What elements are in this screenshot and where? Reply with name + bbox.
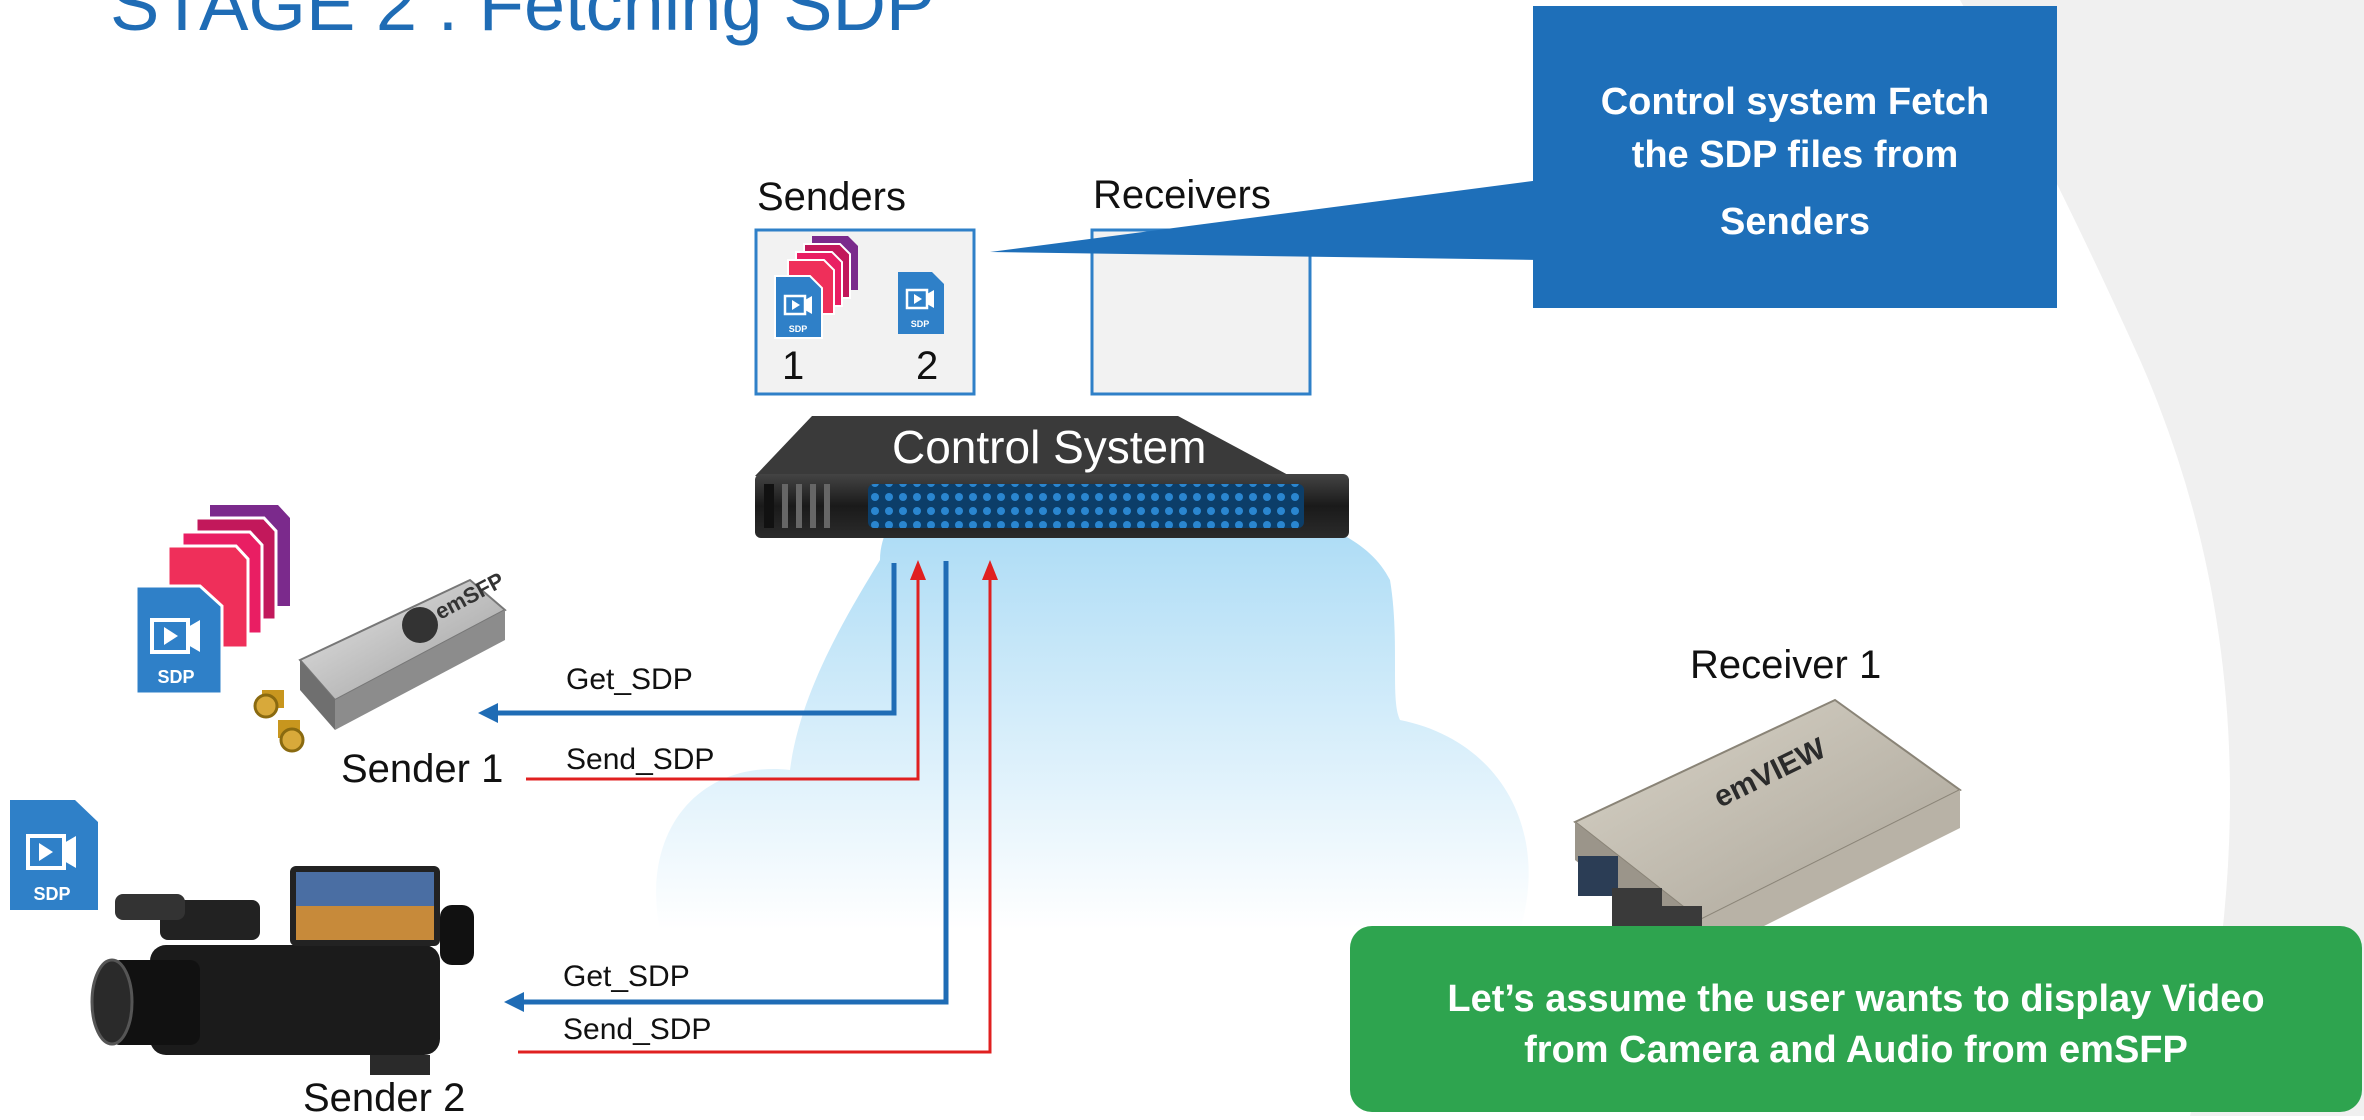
send-sdp-label-sender2: Send_SDP — [563, 1013, 712, 1046]
sender-file-number-1: 1 — [782, 344, 805, 388]
callout-line: the SDP files from — [1631, 134, 1959, 177]
sdp-text: SDP — [33, 884, 70, 904]
senders-label: Senders — [757, 175, 906, 219]
arrows — [478, 560, 998, 1054]
sender-file-number-2: 2 — [916, 344, 939, 388]
emview-device: emVIEW — [1573, 698, 1962, 958]
sdp-text: SDP — [157, 667, 194, 687]
callout-line: Control system Fetch — [1600, 81, 1990, 123]
callout-line: Let’s assume the user wants to display V… — [1447, 978, 2265, 1020]
callout-user-assumption: Let’s assume the user wants to display V… — [1350, 926, 2362, 1112]
sdp-stack-icon-1: SDP — [774, 236, 858, 339]
sender1-sdp-stack-icon: SDP — [134, 505, 290, 696]
control-system-rack — [755, 416, 1349, 538]
get-sdp-arrow-sender1 — [494, 563, 897, 716]
callout-pointer — [990, 180, 1540, 260]
background-swoosh — [1960, 0, 2364, 1116]
network-cloud — [656, 457, 1529, 930]
sdp-text: SDP — [911, 319, 930, 329]
camera-device — [90, 866, 474, 1075]
page-title: STAGE 2 : Fetching SDP — [110, 0, 936, 46]
emsfp-device: emSFP — [253, 567, 508, 753]
receivers-panel — [1090, 228, 1312, 396]
sender2-label: Sender 2 — [303, 1076, 466, 1120]
callout-line: from Camera and Audio from emSFP — [1524, 1029, 2188, 1072]
receiver1-label: Receiver 1 — [1690, 643, 1882, 687]
sender1-label: Sender 1 — [341, 747, 504, 791]
control-system-label: Control System — [892, 421, 1207, 473]
send-sdp-arrow-sender2 — [518, 580, 992, 1054]
sdp-text: SDP — [789, 324, 808, 334]
receivers-label: Receivers — [1093, 173, 1271, 217]
get-sdp-arrow-sender2 — [520, 561, 949, 1005]
send-sdp-label-sender1: Send_SDP — [566, 743, 715, 776]
callout-fetch-sdp: Control system Fetch the SDP files from … — [1533, 6, 2057, 308]
callout-line: Senders — [1720, 201, 1870, 244]
sender2-sdp-icon: SDP — [10, 800, 98, 910]
send-sdp-arrow-sender1 — [526, 580, 920, 781]
get-sdp-label-sender2: Get_SDP — [563, 960, 690, 993]
sdp-file-icon-2: SDP — [898, 272, 944, 334]
get-sdp-label-sender1: Get_SDP — [566, 663, 693, 696]
